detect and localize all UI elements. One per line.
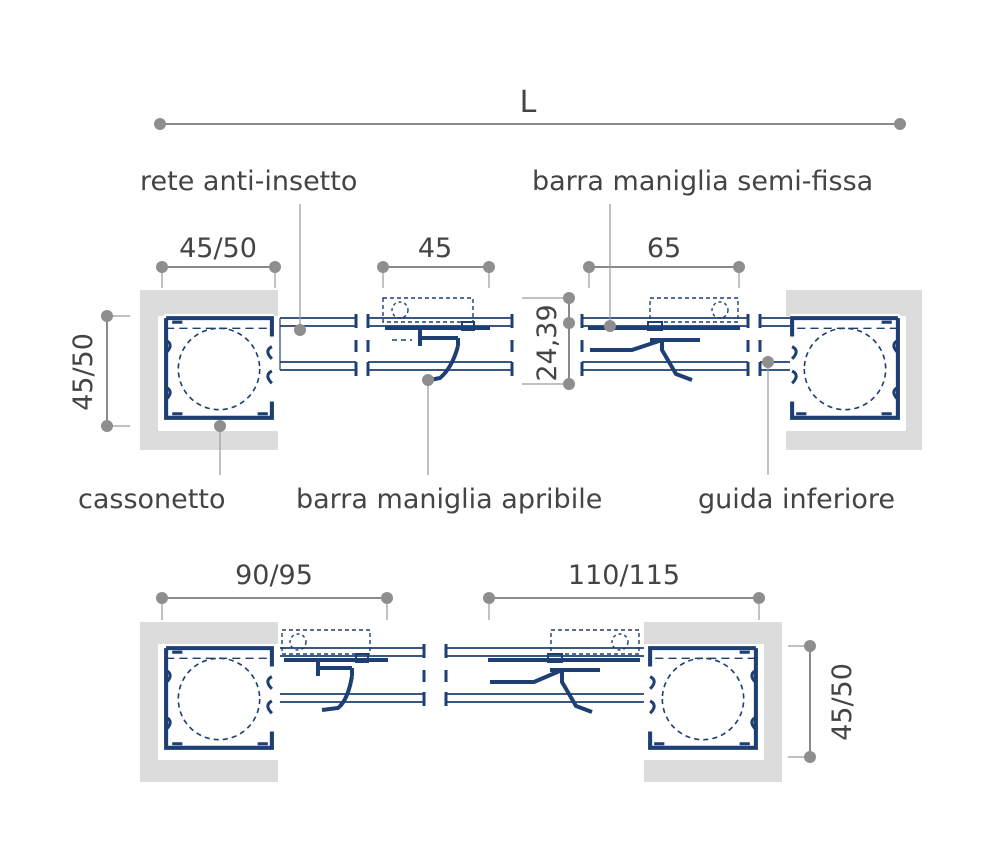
right-box-top [786,290,922,450]
bottom-guide-label: guida inferiore [698,484,895,515]
opening-handle-width-label: 45 [418,233,452,264]
bottom-left-width-dimension: 90/95 [156,560,393,620]
rail-semi-fixed-top [580,314,750,376]
rail-height-dimension: 24,39 [522,292,575,390]
box-height-left-label: 45/50 [68,333,99,411]
box-height-right-label: 45/50 [827,663,858,741]
box-width-label: 45/50 [179,233,257,264]
rail-right-top [758,314,790,376]
rail-left-bottom [280,629,426,712]
insect-net-label: rete anti-insetto [140,166,357,197]
semi-fixed-handle-bar [588,297,740,382]
rail-left-top [279,314,358,376]
overall-length-label: L [520,85,537,120]
box-label: cassonetto [78,484,225,515]
left-box-bottom [140,622,278,782]
opening-handle-label: barra maniglia apribile [296,484,602,515]
bottom-right-width-dimension: 110/115 [483,560,765,620]
semi-fixed-handle-width-label: 65 [647,233,681,264]
left-box-top [140,290,278,450]
box-width-dimension-top: 45/50 [156,233,281,288]
leader-lines-top [214,204,774,475]
bottom-right-width-label: 110/115 [568,560,680,591]
opening-handle-bar [382,297,490,382]
semi-fixed-handle-width-dimension: 65 [583,233,745,288]
box-height-dimension-left: 45/50 [68,310,130,432]
rail-right-bottom [444,629,644,714]
opening-handle-width-dimension: 45 [377,233,495,288]
right-box-bottom [644,622,782,782]
bottom-left-width-label: 90/95 [235,560,313,591]
semi-fixed-handle-label: barra maniglia semi-fissa [532,166,873,197]
rail-height-label: 24,39 [532,304,563,381]
rail-right-mid-top [366,314,514,376]
overall-length-dimension: L [154,85,906,130]
box-height-dimension-right: 45/50 [788,640,858,763]
